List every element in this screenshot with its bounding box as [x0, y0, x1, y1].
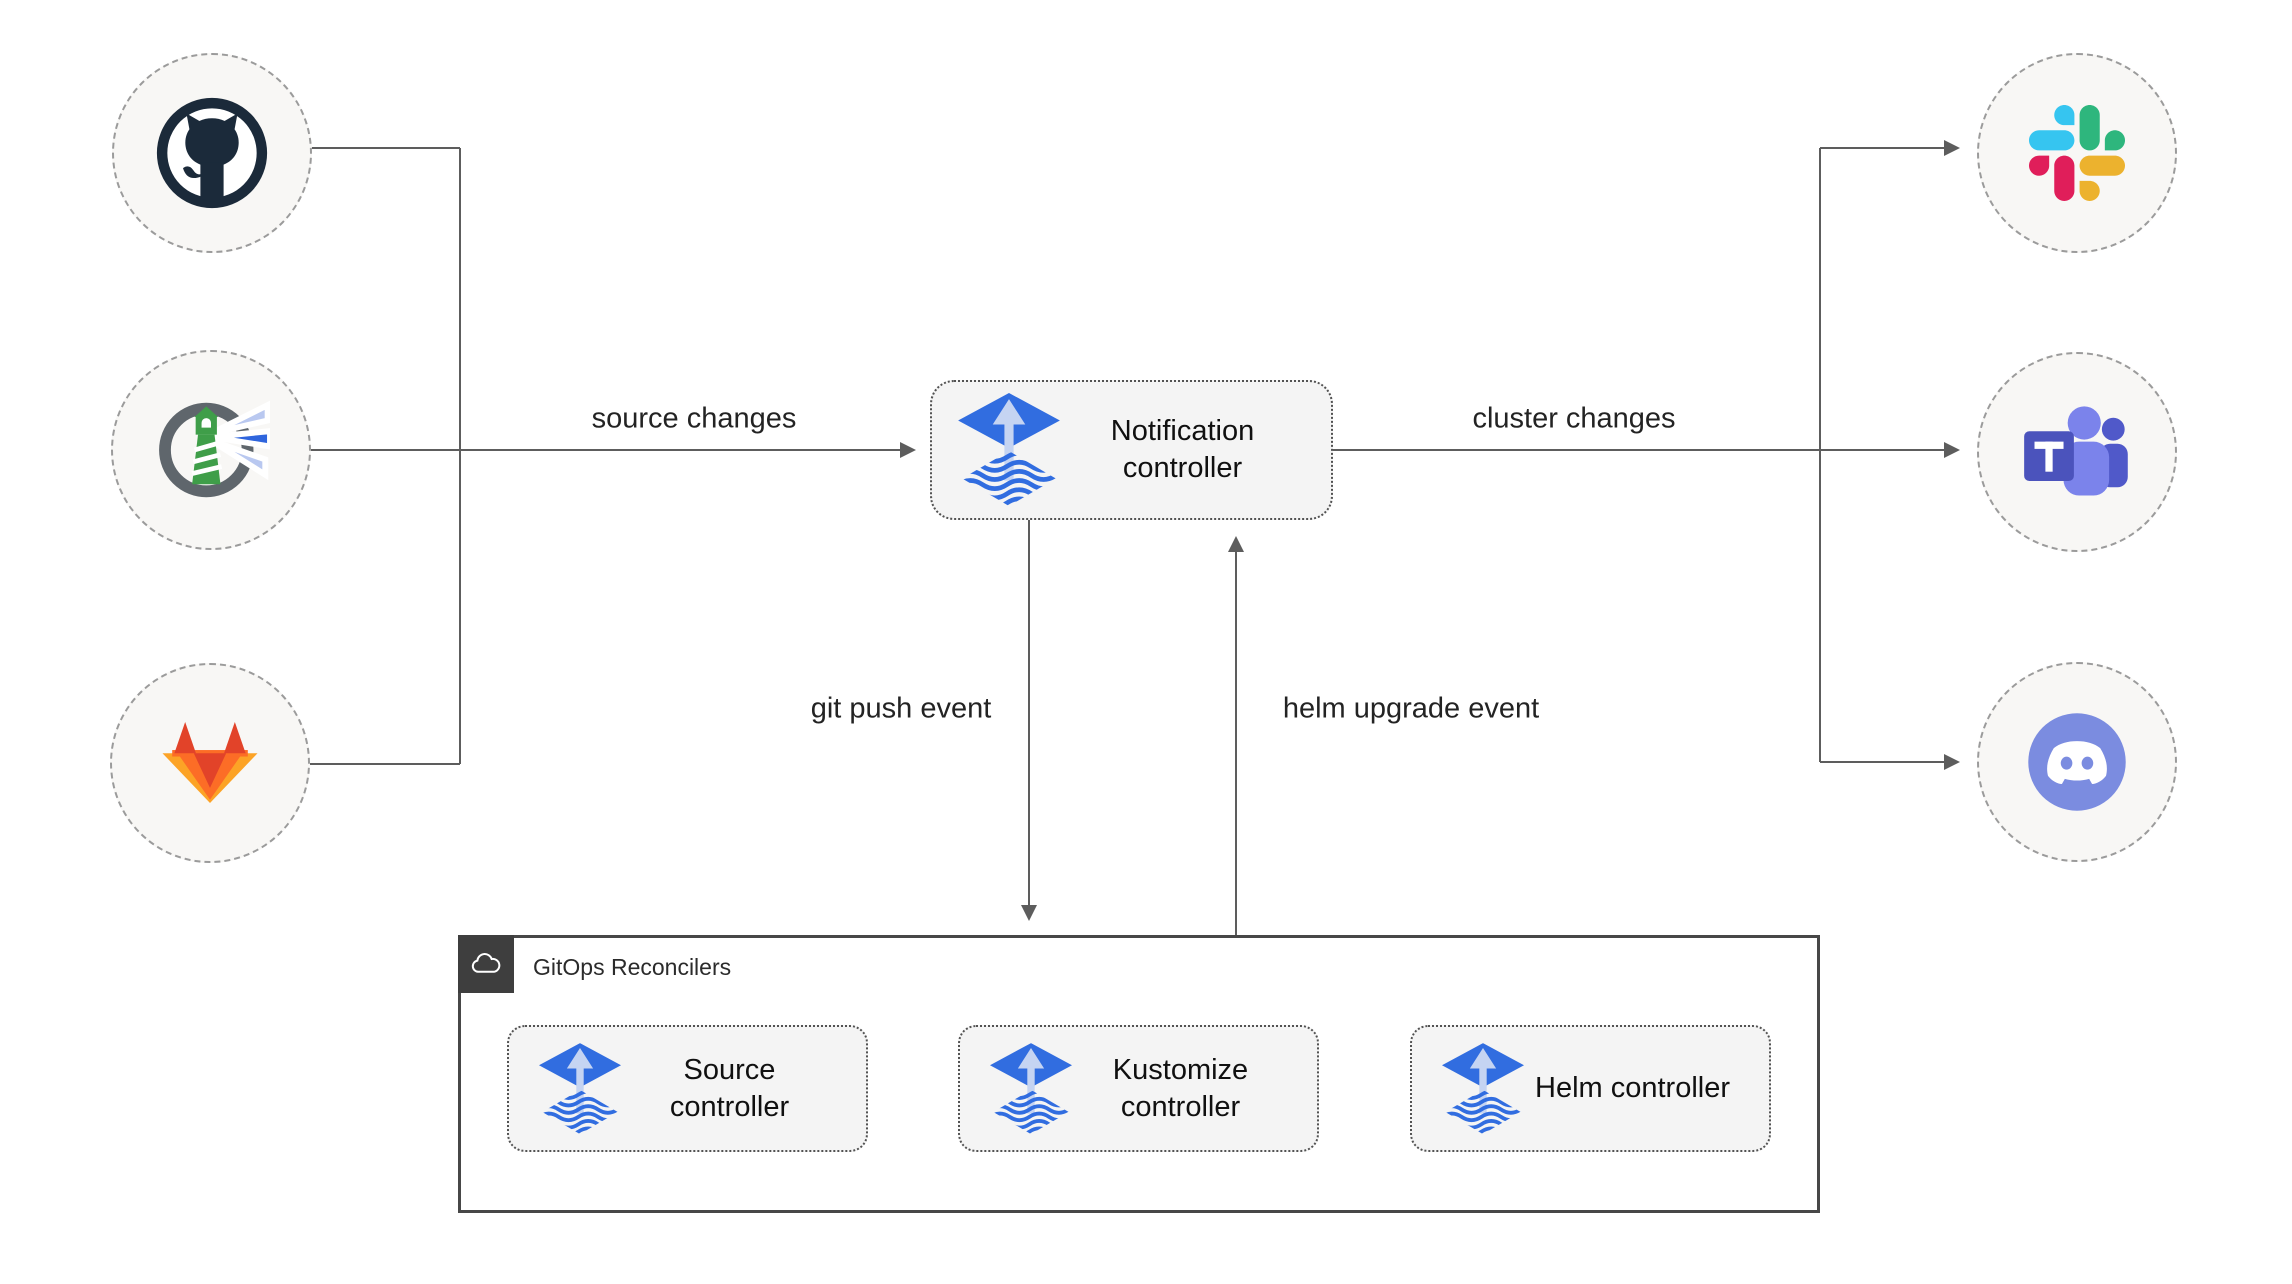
node-discord: [1977, 662, 2177, 862]
node-gitlab: [110, 663, 310, 863]
flux-icon: [1442, 1043, 1524, 1135]
node-github: [112, 53, 312, 253]
flux-icon: [958, 393, 1060, 507]
node-microsoft-teams: [1977, 352, 2177, 552]
flux-icon: [539, 1043, 621, 1135]
helm-controller-box: Helm controller: [1410, 1025, 1771, 1152]
notification-controller-label: Notification controller: [1110, 415, 1255, 484]
group-badge: [458, 935, 514, 993]
slack-icon: [2029, 105, 2125, 201]
node-slack: [1977, 53, 2177, 253]
edge-label-git-push-event: git push event: [810, 692, 992, 725]
source-controller-box: Source controller: [507, 1025, 868, 1152]
group-title: GitOps Reconcilers: [533, 953, 732, 980]
kustomize-controller-box: Kustomize controller: [958, 1025, 1319, 1152]
notification-controller-box: Notification controller: [930, 380, 1333, 520]
helm-controller-label: Helm controller: [1535, 1072, 1730, 1104]
edge-right-bus: [1819, 140, 1960, 770]
edge-label-helm-upgrade-event: helm upgrade event: [1282, 692, 1540, 725]
flux-icon: [990, 1043, 1072, 1135]
edge-label-cluster-changes: cluster changes: [1472, 402, 1676, 435]
edge-label-source-changes: source changes: [591, 402, 797, 435]
cloud-icon: [471, 953, 501, 973]
kustomize-controller-label: Kustomize controller: [1112, 1053, 1249, 1123]
discord-icon: [2028, 713, 2126, 811]
github-icon: [156, 97, 268, 209]
source-controller-label: Source controller: [669, 1053, 790, 1123]
teams-icon: [2024, 406, 2128, 496]
edge-left-bus: [310, 147, 461, 765]
gitlab-icon: [162, 721, 258, 803]
harbor-icon: [159, 400, 270, 498]
node-harbor: [111, 350, 311, 550]
